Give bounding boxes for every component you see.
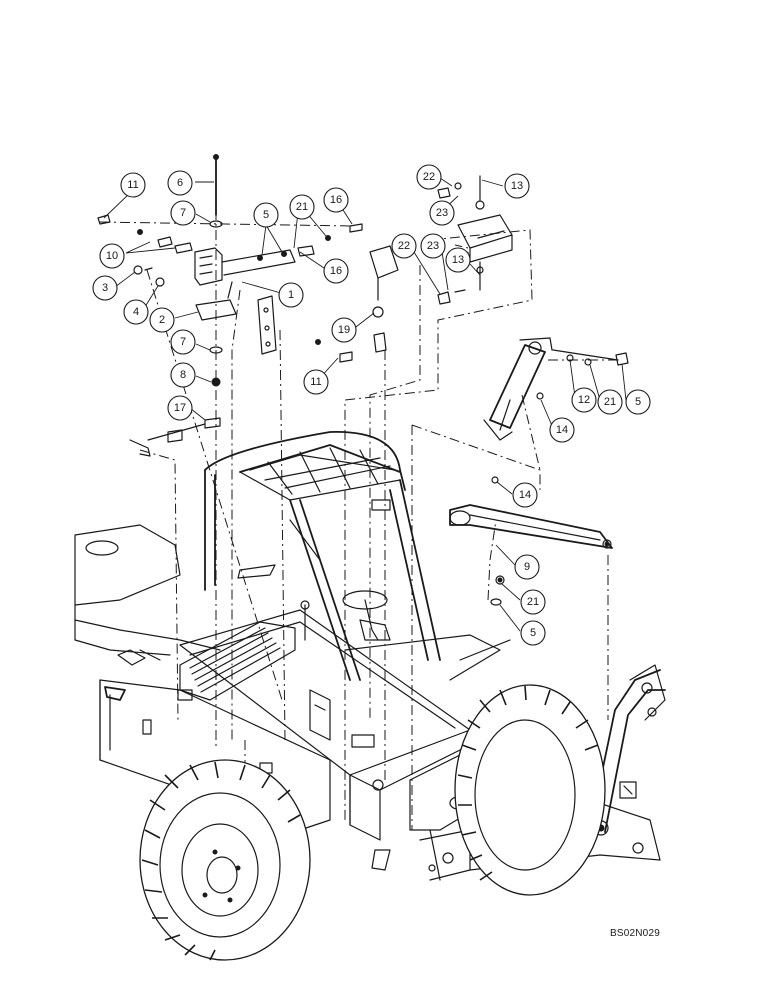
callout-21: 21 <box>597 389 623 415</box>
front-tire <box>454 684 606 896</box>
rear-tire <box>139 759 311 961</box>
callout-14: 14 <box>512 482 538 508</box>
drawing-reference-code: BS02N029 <box>610 928 660 939</box>
callout-13: 13 <box>445 247 471 273</box>
callouts: 11 6 7 5 21 16 10 16 3 4 1 2 7 8 11 19 1… <box>92 164 651 646</box>
svg-text:19: 19 <box>338 324 350 336</box>
svg-text:6: 6 <box>177 177 183 189</box>
callout-21: 21 <box>289 194 315 220</box>
callout-12: 12 <box>571 387 597 413</box>
svg-text:13: 13 <box>511 180 523 192</box>
svg-text:11: 11 <box>127 179 138 191</box>
svg-text:9: 9 <box>524 561 530 573</box>
svg-text:14: 14 <box>519 489 531 501</box>
valve-group-top-right <box>437 175 513 291</box>
callout-9: 9 <box>514 554 540 580</box>
svg-text:11: 11 <box>310 376 321 388</box>
valve-group-middle <box>369 245 466 353</box>
callout-19: 19 <box>331 317 357 343</box>
svg-text:8: 8 <box>180 369 186 381</box>
seat-grille <box>189 627 281 693</box>
lift-cylinder <box>449 476 613 606</box>
svg-text:22: 22 <box>423 171 435 183</box>
callout-4: 4 <box>123 299 149 325</box>
svg-text:10: 10 <box>106 250 118 262</box>
svg-text:22: 22 <box>398 240 410 252</box>
callout-10: 10 <box>99 243 125 269</box>
svg-text:4: 4 <box>133 306 139 318</box>
callout-14: 14 <box>549 417 575 443</box>
callout-5: 5 <box>625 389 651 415</box>
callout-16: 16 <box>323 187 349 213</box>
callout-2: 2 <box>149 307 175 333</box>
svg-text:7: 7 <box>180 207 186 219</box>
svg-text:16: 16 <box>330 265 342 277</box>
svg-text:5: 5 <box>263 209 269 221</box>
svg-text:12: 12 <box>578 394 590 406</box>
svg-text:16: 16 <box>330 194 342 206</box>
svg-text:21: 21 <box>296 201 308 213</box>
callout-23: 23 <box>429 200 455 226</box>
callout-1: 1 <box>278 282 304 308</box>
svg-text:5: 5 <box>530 627 536 639</box>
callout-5: 5 <box>253 202 279 228</box>
svg-text:23: 23 <box>427 240 439 252</box>
callout-6: 6 <box>167 170 193 196</box>
callout-11: 11 <box>303 369 329 395</box>
svg-text:3: 3 <box>102 282 108 294</box>
valve-group-left <box>97 154 363 457</box>
svg-text:23: 23 <box>436 207 448 219</box>
callout-5: 5 <box>520 620 546 646</box>
svg-text:1: 1 <box>288 289 294 301</box>
callout-22: 22 <box>416 164 442 190</box>
callout-13: 13 <box>504 173 530 199</box>
callout-11: 11 <box>120 172 146 198</box>
svg-text:21: 21 <box>527 596 539 608</box>
callout-leader-lines <box>103 177 627 632</box>
svg-text:17: 17 <box>174 402 186 414</box>
callout-3: 3 <box>92 275 118 301</box>
svg-text:13: 13 <box>452 254 464 266</box>
svg-text:21: 21 <box>604 396 616 408</box>
tilt-cylinder <box>483 337 629 441</box>
callout-22: 22 <box>391 233 417 259</box>
callout-21: 21 <box>520 589 546 615</box>
callout-7: 7 <box>170 200 196 226</box>
callout-8: 8 <box>170 362 196 388</box>
callout-16: 16 <box>323 258 349 284</box>
svg-text:7: 7 <box>180 336 186 348</box>
callout-23: 23 <box>420 233 446 259</box>
svg-text:5: 5 <box>635 396 641 408</box>
callout-17: 17 <box>167 395 193 421</box>
assembly-guide-lines <box>99 190 620 830</box>
svg-text:2: 2 <box>159 314 165 326</box>
svg-text:14: 14 <box>556 424 568 436</box>
callout-7: 7 <box>170 329 196 355</box>
